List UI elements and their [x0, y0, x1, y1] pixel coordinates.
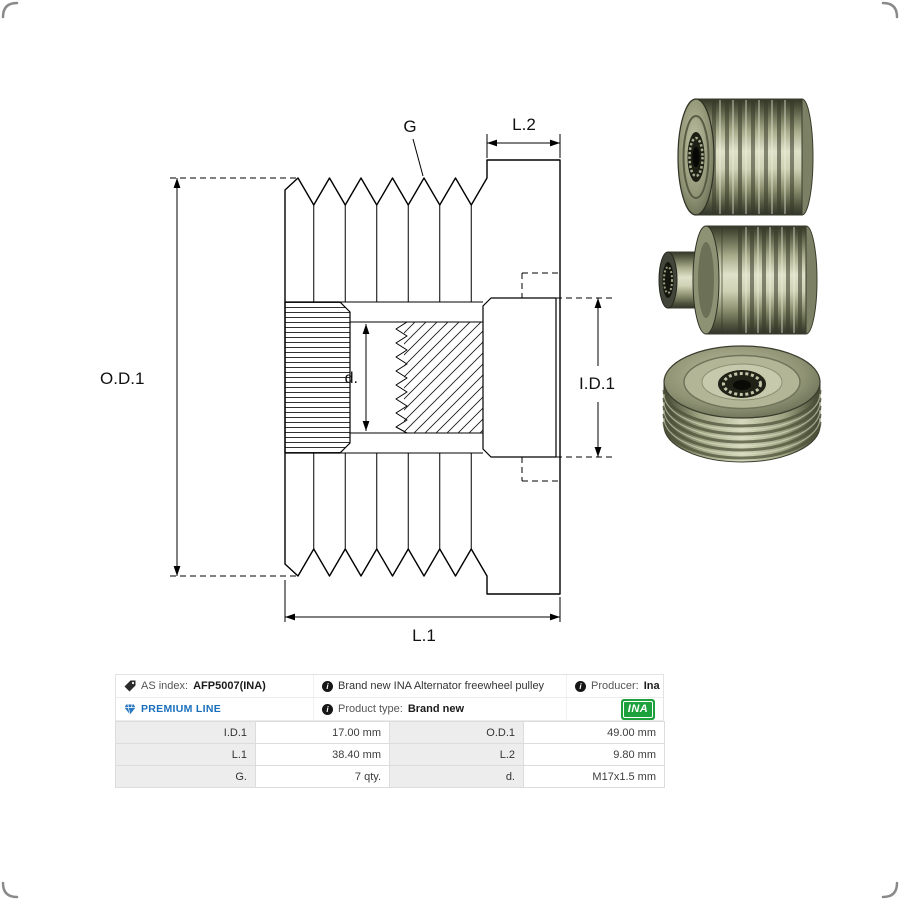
- technical-drawing-and-photos: O.D.1 L.2 G d. I.D.1 L.1: [0, 0, 900, 665]
- groove-ring-highlights: [663, 393, 821, 455]
- info-icon: i: [575, 680, 586, 692]
- pulley-outline: [284, 159, 561, 595]
- premium-diamond-icon: [124, 703, 136, 715]
- groove-stripes: [712, 100, 794, 214]
- as-index-cell: AS index: AFP5007(INA): [116, 675, 314, 697]
- product-type-label: Product type:: [338, 703, 403, 715]
- product-photo-side-1: [677, 98, 814, 216]
- dimension-label-l2: L.2: [512, 115, 536, 134]
- tag-icon: [124, 680, 136, 692]
- meta-row-2: PREMIUM LINE i Product type: Brand new I…: [116, 698, 663, 721]
- logo-keyline: [623, 700, 653, 718]
- spec-row: L.1 38.40 mm L.2 9.80 mm: [115, 743, 665, 766]
- dimension-arrowheads: [173, 139, 602, 621]
- spec-label: I.D.1: [115, 721, 256, 744]
- product-type-cell: i Product type: Brand new: [314, 698, 567, 720]
- spec-value: 17.00 mm: [255, 721, 390, 744]
- product-photo-side-2: [658, 225, 818, 335]
- spec-value: 49.00 mm: [523, 721, 665, 744]
- product-meta: AS index: AFP5007(INA) i Brand new INA A…: [115, 674, 664, 721]
- as-index-label: AS index:: [141, 680, 189, 692]
- spec-row: G. 7 qty. d. M17x1.5 mm: [115, 765, 665, 788]
- spline-teeth: [722, 372, 762, 396]
- spec-value: 38.40 mm: [255, 743, 390, 766]
- premium-line-cell: PREMIUM LINE: [116, 698, 314, 720]
- spec-label: O.D.1: [389, 721, 524, 744]
- spec-table: I.D.1 17.00 mm O.D.1 49.00 mm L.1 38.40 …: [115, 721, 665, 788]
- groove-rings: [662, 389, 822, 460]
- info-icon: i: [322, 680, 333, 692]
- groove-ribs: [313, 205, 472, 549]
- spec-label: d.: [389, 765, 524, 788]
- groove-highlights: [719, 100, 786, 214]
- as-index-value: AFP5007(INA): [193, 680, 266, 692]
- dimension-label-d: d.: [345, 370, 358, 387]
- producer-cell: i Producer: Ina: [567, 675, 663, 697]
- description-cell: i Brand new INA Alternator freewheel pul…: [314, 675, 567, 697]
- producer-label: Producer:: [591, 680, 639, 692]
- premium-line-label: PREMIUM LINE: [141, 703, 222, 715]
- spec-label: G.: [115, 765, 256, 788]
- cavity-lines: [285, 301, 483, 454]
- bearing-block: [482, 297, 557, 458]
- ina-brand-logo: INA: [621, 698, 655, 720]
- groove-highlights: [745, 227, 795, 333]
- product-type-value: Brand new: [407, 703, 465, 715]
- spec-row: I.D.1 17.00 mm O.D.1 49.00 mm: [115, 721, 665, 744]
- spec-label: L.1: [115, 743, 256, 766]
- dimension-label-od1: O.D.1: [100, 369, 144, 388]
- spec-value: 9.80 mm: [523, 743, 665, 766]
- hidden-dashed-lines: [170, 177, 612, 577]
- spec-value: 7 qty.: [255, 765, 390, 788]
- hub-spline-section: [284, 301, 351, 454]
- dimension-label-id1: I.D.1: [579, 374, 615, 393]
- dimension-label-l1: L.1: [412, 626, 436, 645]
- spline-teeth: [663, 266, 673, 294]
- product-photo-front: [662, 345, 822, 463]
- spec-label: L.2: [389, 743, 524, 766]
- meta-row-1: AS index: AFP5007(INA) i Brand new INA A…: [116, 675, 663, 698]
- spec-value: M17x1.5 mm: [523, 765, 665, 788]
- technical-drawing: O.D.1 L.2 G d. I.D.1 L.1: [100, 115, 615, 645]
- product-info-panel: AS index: AFP5007(INA) i Brand new INA A…: [115, 674, 665, 788]
- dimension-lines: [176, 134, 599, 622]
- thread-section-hatch: [404, 322, 483, 433]
- product-description: Brand new INA Alternator freewheel pulle…: [338, 680, 545, 692]
- spline-teeth: [688, 136, 704, 178]
- dimension-label-g: G: [403, 117, 416, 136]
- groove-stripes: [738, 227, 802, 333]
- logo-text: INA: [627, 702, 649, 715]
- info-icon: i: [322, 703, 333, 715]
- brand-logo-cell: INA: [567, 698, 663, 720]
- producer-value: Ina: [643, 680, 660, 692]
